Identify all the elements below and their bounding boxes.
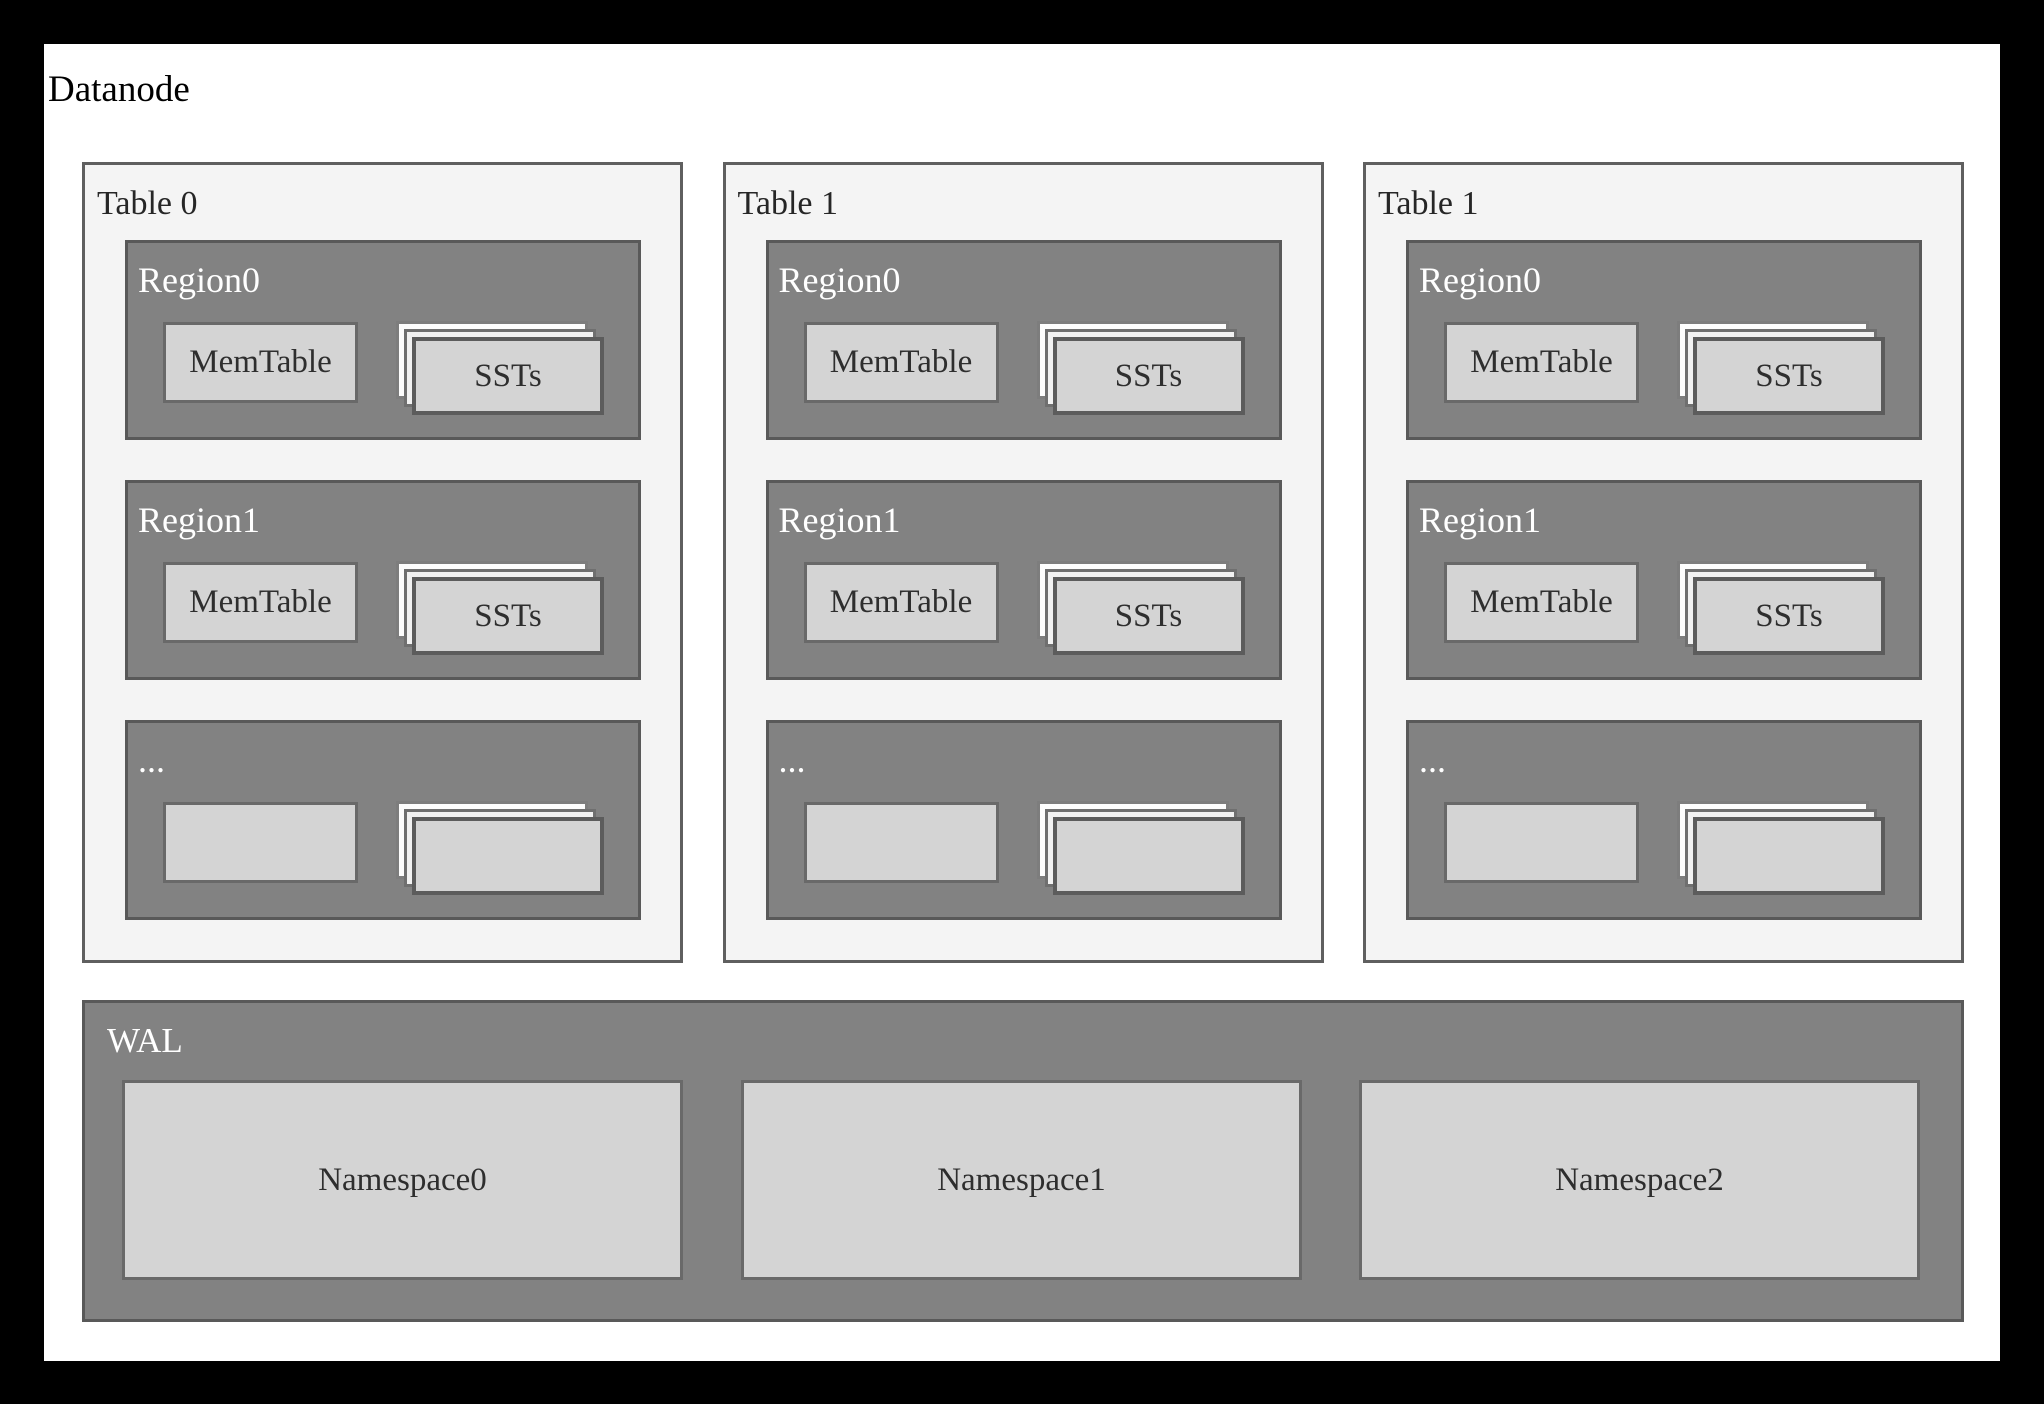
ssts-sheet-front: SSTs xyxy=(1693,337,1885,415)
ssts-sheet-front-empty xyxy=(1052,817,1245,895)
region-box: Region1 MemTable SSTs xyxy=(1406,480,1922,680)
memtable-box: MemTable xyxy=(1444,322,1639,403)
ssts-stack: SSTs xyxy=(396,321,604,415)
region-box: Region1 MemTable SSTs xyxy=(765,480,1282,680)
ssts-stack: SSTs xyxy=(396,561,604,655)
ssts-stack: SSTs xyxy=(1036,561,1245,655)
table-box-2: Table 1 Region0 MemTable SSTs Region1 Me… xyxy=(1363,162,1964,963)
region-box: Region0 MemTable SSTs xyxy=(125,240,641,440)
memtable-box: MemTable xyxy=(163,562,358,643)
region-label: Region0 xyxy=(138,260,260,300)
region-label: ... xyxy=(778,740,806,780)
ssts-sheet-front: SSTs xyxy=(1052,577,1245,655)
page-title: Datanode xyxy=(48,69,190,110)
table-label: Table 1 xyxy=(1378,185,1479,222)
ssts-stack xyxy=(1036,801,1245,895)
memtable-box: MemTable xyxy=(803,562,999,643)
ssts-sheet-front-empty xyxy=(1693,817,1885,895)
region-box-ellipsis: ... xyxy=(765,720,1282,920)
table-label: Table 1 xyxy=(737,185,839,222)
wal-box: WAL Namespace0 Namespace1 Namespace2 xyxy=(82,1000,1964,1322)
region-box: Region0 MemTable SSTs xyxy=(765,240,1282,440)
ssts-sheet-front: SSTs xyxy=(412,337,604,415)
memtable-box-empty xyxy=(1444,802,1639,883)
region-label: Region0 xyxy=(778,260,901,300)
ssts-stack: SSTs xyxy=(1677,561,1885,655)
memtable-box-empty xyxy=(803,802,999,883)
wal-label: WAL xyxy=(107,1021,183,1060)
region-box-ellipsis: ... xyxy=(1406,720,1922,920)
region-box: Region1 MemTable SSTs xyxy=(125,480,641,680)
ssts-sheet-front-empty xyxy=(412,817,604,895)
tables-row: Table 0 Region0 MemTable SSTs Region1 Me… xyxy=(82,162,1964,963)
ssts-sheet-front: SSTs xyxy=(1693,577,1885,655)
region-label: Region1 xyxy=(138,500,260,540)
ssts-sheet-front: SSTs xyxy=(412,577,604,655)
table-box-0: Table 0 Region0 MemTable SSTs Region1 Me… xyxy=(82,162,683,963)
ssts-stack: SSTs xyxy=(1036,321,1245,415)
ssts-stack xyxy=(1677,801,1885,895)
ssts-sheet-front: SSTs xyxy=(1052,337,1245,415)
ssts-stack: SSTs xyxy=(1677,321,1885,415)
region-label: Region1 xyxy=(1419,500,1541,540)
datanode-panel: Datanode Table 0 Region0 MemTable SSTs R… xyxy=(44,44,2000,1361)
namespace-box: Namespace1 xyxy=(741,1080,1302,1280)
region-box: Region0 MemTable SSTs xyxy=(1406,240,1922,440)
table-box-1: Table 1 Region0 MemTable SSTs Region1 Me… xyxy=(722,162,1324,963)
region-label: Region1 xyxy=(778,500,901,540)
region-box-ellipsis: ... xyxy=(125,720,641,920)
region-label: ... xyxy=(1419,740,1446,780)
region-label: Region0 xyxy=(1419,260,1541,300)
namespace-box: Namespace0 xyxy=(122,1080,683,1280)
table-label: Table 0 xyxy=(97,185,198,222)
memtable-box: MemTable xyxy=(1444,562,1639,643)
memtable-box: MemTable xyxy=(163,322,358,403)
region-label: ... xyxy=(138,740,165,780)
memtable-box: MemTable xyxy=(803,322,999,403)
memtable-box-empty xyxy=(163,802,358,883)
ssts-stack xyxy=(396,801,604,895)
namespace-box: Namespace2 xyxy=(1359,1080,1920,1280)
